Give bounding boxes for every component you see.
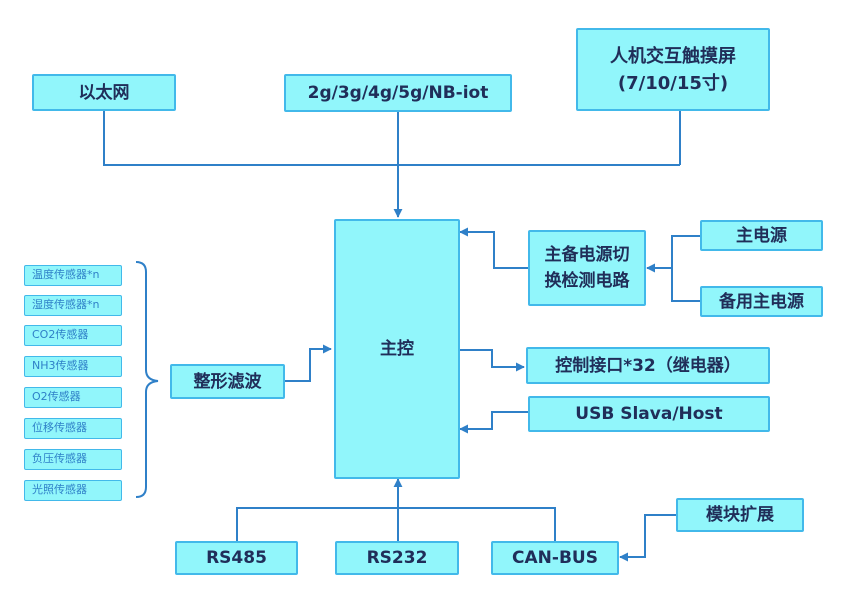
usb-to-main-arrow — [459, 411, 528, 434]
usb-box: USB Slava/Host — [528, 396, 770, 432]
main-power-line — [671, 235, 700, 268]
backup-power-line — [671, 268, 700, 302]
shaping-filter-box: 整形滤波 — [170, 364, 285, 399]
module-expansion-box: 模块扩展 — [676, 498, 804, 532]
sensor-light: 光照传感器 — [24, 480, 122, 501]
module-to-can-arrow — [619, 514, 676, 562]
sensor-nh3: NH3传感器 — [24, 356, 122, 377]
ethernet-line — [103, 111, 680, 166]
canbus-box: CAN-BUS — [491, 541, 619, 575]
sensor-temperature: 温度传感器*n — [24, 265, 122, 286]
backup-power-box: 备用主电源 — [700, 286, 823, 317]
rs485-box: RS485 — [175, 541, 298, 575]
main-power-box: 主电源 — [700, 220, 823, 251]
sensor-negative-pressure: 负压传感器 — [24, 449, 122, 470]
sensor-brace — [135, 261, 159, 498]
ethernet-box: 以太网 — [32, 74, 176, 111]
power-switch-box: 主备电源切 换检测电路 — [528, 230, 646, 306]
switch-to-main-arrow — [459, 227, 528, 269]
cellular-box: 2g/3g/4g/5g/NB-iot — [284, 74, 512, 112]
sensor-humidity: 湿度传感器*n — [24, 295, 122, 316]
filter-to-main-arrow — [285, 344, 332, 382]
main-to-control-arrow — [460, 349, 525, 372]
rs232-box: RS232 — [335, 541, 459, 575]
sensor-o2: O2传感器 — [24, 387, 122, 408]
rs485-line — [236, 507, 556, 541]
control-interface-box: 控制接口*32（继电器） — [526, 347, 770, 384]
sensor-displacement: 位移传感器 — [24, 418, 122, 439]
sensor-co2: CO2传感器 — [24, 325, 122, 346]
main-control-box: 主控 — [334, 219, 460, 479]
touchscreen-box: 人机交互触摸屏 (7/10/15寸) — [576, 28, 770, 111]
